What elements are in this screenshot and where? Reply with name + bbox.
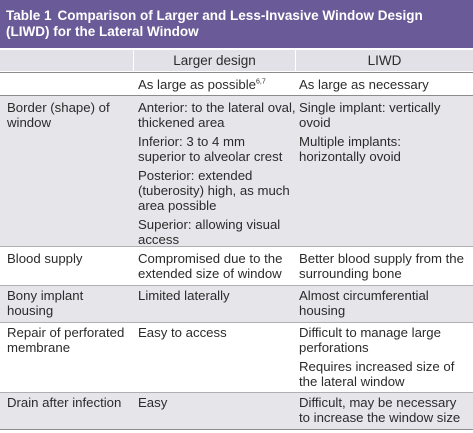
liwd-cell: Single implant: vertically ovoid Multipl… — [299, 100, 469, 168]
bottom-rule — [0, 429, 473, 430]
row-label: Blood supply — [7, 251, 83, 266]
liwd-cell: Difficult, may be necessary to increase … — [299, 395, 461, 425]
row-rule — [0, 322, 473, 323]
reference-superscript: 6,7 — [256, 78, 266, 86]
row-label: Drain after infection — [7, 395, 122, 410]
table-row: Repair of perforated membrane Easy to ac… — [0, 323, 473, 392]
table-row: Drain after infection Easy Difficult, ma… — [0, 393, 473, 429]
liwd-item: Multiple implants: horizontally ovoid — [299, 134, 401, 164]
larger-design-cell: Anterior: to the lateral oval, thickened… — [138, 100, 296, 251]
larger-design-item: Inferior: 3 to 4 mm superior to alveolar… — [138, 134, 283, 164]
table-row: Bony implant housing Limited laterally A… — [0, 286, 473, 322]
larger-design-cell: Compromised due to the extended size of … — [138, 251, 283, 281]
row-label: Border (shape) of window — [7, 100, 110, 130]
table-row-size: As large as possible6,7 As large as nece… — [0, 73, 473, 95]
liwd-cell: Difficult to manage large perforations R… — [299, 325, 469, 393]
row-rule — [0, 285, 473, 286]
row-label: Repair of perforated membrane — [7, 325, 125, 355]
larger-design-cell: Easy to access — [138, 325, 227, 340]
table-title: Comparison of Larger and Less-Invasive W… — [6, 8, 423, 39]
row-rule — [0, 95, 473, 96]
larger-design-cell: Easy — [138, 395, 168, 410]
liwd-item: Requires increased size of the lateral w… — [299, 359, 455, 389]
liwd-item: Difficult to manage large perforations — [299, 325, 441, 355]
table-number: Table 1 — [6, 8, 52, 23]
larger-design-cell: Limited laterally — [138, 288, 230, 303]
larger-design-item: Anterior: to the lateral oval, thickened… — [138, 100, 296, 130]
table-row: Blood supply Compromised due to the exte… — [0, 247, 473, 285]
header-rule — [0, 72, 473, 73]
column-header-larger-design: Larger design — [134, 50, 295, 71]
column-header-empty — [0, 50, 133, 71]
size-liwd-cell: As large as necessary — [299, 77, 429, 92]
row-rule — [0, 246, 473, 247]
larger-design-item: Superior: allowing visual access — [138, 217, 281, 247]
row-rule — [0, 392, 473, 393]
size-larger-text: As large as possible — [138, 77, 257, 92]
column-header-liwd: LIWD — [296, 50, 473, 71]
table-row: Border (shape) of window Anterior: to th… — [0, 96, 473, 247]
liwd-cell: Better blood supply from the surrounding… — [299, 251, 464, 281]
liwd-item: Single implant: vertically ovoid — [299, 100, 441, 130]
larger-design-item: Posterior: extended (tuberosity) high, a… — [138, 168, 290, 213]
liwd-cell: Almost circumferential housing — [299, 288, 429, 318]
row-label: Bony implant housing — [7, 288, 84, 318]
size-larger-cell: As large as possible6,7 — [138, 77, 296, 92]
